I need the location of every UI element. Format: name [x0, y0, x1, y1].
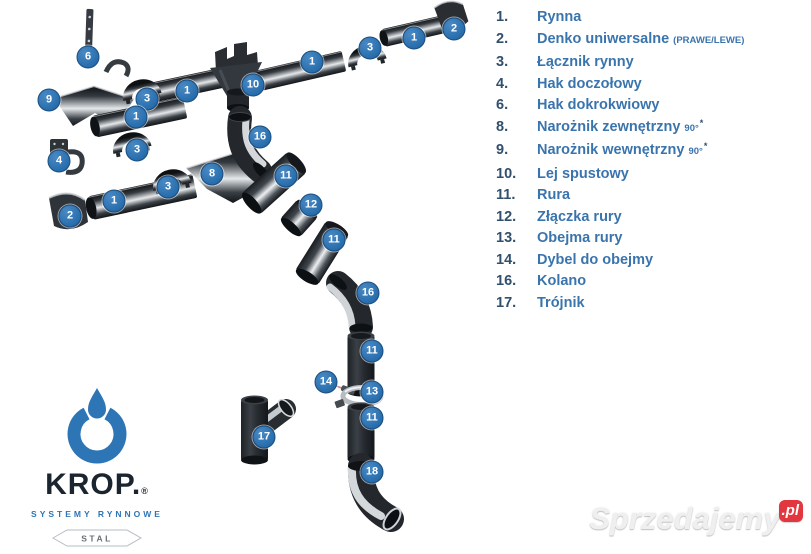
- rafter-hook-6: [84, 8, 131, 78]
- legend-item-4: 4. Hak doczołowy: [496, 75, 806, 92]
- badge-12: 12: [299, 193, 323, 217]
- material-plaque: STAL: [51, 529, 143, 547]
- gutter-1-upper-left: [253, 51, 346, 91]
- watermark-tld-badge: .pl: [778, 500, 803, 522]
- badge-13: 13: [360, 380, 384, 404]
- legend-footnote-marker: *: [703, 141, 708, 151]
- legend-label: Trójnik: [537, 294, 585, 311]
- legend-item-13: 13. Obejma rury: [496, 230, 806, 246]
- legend-item-17: 17. Trójnik: [496, 294, 806, 311]
- krop-logo: KROP.® SYSTEMY RYNNOWE STAL: [25, 384, 169, 554]
- legend-label: Łącznik rynny: [537, 54, 634, 70]
- legend-number: 3.: [496, 54, 509, 70]
- badge-4: 4: [47, 149, 71, 173]
- badge-6: 6: [76, 45, 100, 69]
- legend-label: Rynna: [537, 9, 582, 25]
- badge-1: 1: [402, 26, 426, 50]
- legend-number: 2.: [496, 30, 509, 47]
- badge-2: 2: [58, 204, 82, 228]
- legend-label: Dybel do obejmy: [537, 251, 654, 268]
- badge-1: 1: [175, 79, 199, 103]
- elbow-16-lower: [326, 271, 373, 339]
- badge-14: 14: [314, 370, 338, 394]
- badge-11: 11: [360, 339, 384, 363]
- badge-3: 3: [135, 87, 159, 111]
- legend-item-12: 12. Złączka rury: [496, 208, 806, 225]
- gutter-1-front: [85, 174, 197, 220]
- legend-label: Hak doczołowy: [537, 75, 642, 92]
- badge-16: 16: [248, 125, 272, 149]
- legend-number: 17.: [496, 294, 517, 311]
- badge-11: 11: [274, 164, 298, 188]
- legend-suffix: 90°: [688, 146, 703, 157]
- badge-8: 8: [200, 162, 224, 186]
- legend-item-16: 16. Kolano: [496, 273, 806, 289]
- badge-1: 1: [102, 189, 126, 213]
- legend-label: Rura: [537, 187, 571, 203]
- legend-item-2: 2. Denko uniwersalne(PRAWE/LEWE): [496, 30, 806, 48]
- legend-item-10: 10. Lej spustowy: [496, 165, 806, 182]
- badge-1: 1: [300, 50, 324, 74]
- legend-suffix: 90°: [684, 122, 699, 134]
- brand-tagline: SYSTEMY RYNNOWE: [31, 509, 163, 519]
- watermark-text: Sprzedajemy: [589, 501, 781, 536]
- legend-label: Narożnik zewnętrzny: [537, 118, 681, 135]
- legend-number: 14.: [496, 251, 517, 268]
- legend-label: Złączka rury: [537, 208, 622, 225]
- legend-label: Hak dokrokwiowy: [537, 97, 660, 113]
- legend-suffix: (PRAWE/LEWE): [673, 34, 745, 46]
- legend-number: 16.: [496, 273, 517, 289]
- legend-number: 9.: [496, 142, 509, 158]
- legend-item-1: 1. Rynna: [496, 9, 806, 25]
- badge-16: 16: [356, 281, 380, 305]
- badge-18: 18: [360, 460, 384, 484]
- badge-3: 3: [156, 175, 180, 199]
- badge-11: 11: [360, 406, 384, 430]
- badge-9: 9: [37, 88, 61, 112]
- badge-3: 3: [125, 138, 149, 162]
- krop-drop-icon: [67, 388, 127, 464]
- registered-mark: ®: [141, 486, 149, 496]
- legend-item-3: 3. Łącznik rynny: [496, 54, 806, 70]
- legend-label: Narożnik wewnętrzny: [537, 142, 685, 158]
- legend-label: Denko uniwersalne: [537, 30, 670, 47]
- badge-10: 10: [241, 73, 265, 97]
- legend-number: 12.: [496, 208, 517, 225]
- badge-2: 2: [442, 17, 466, 41]
- legend-label: Obejma rury: [537, 230, 623, 246]
- legend-number: 4.: [496, 75, 509, 92]
- legend-label: Lej spustowy: [537, 165, 629, 182]
- brand-name: KROP.®: [45, 468, 149, 501]
- legend-item-14: 14. Dybel do obejmy: [496, 251, 806, 268]
- legend-number: 13.: [496, 230, 517, 246]
- parts-legend: 1.Rynna 2.Denko uniwersalne(PRAWE/LEWE) …: [496, 10, 806, 317]
- badge-3: 3: [358, 36, 382, 60]
- legend-label: Kolano: [537, 273, 587, 289]
- badge-17: 17: [252, 425, 276, 449]
- sprzedajemy-watermark: Sprzedajemy.pl: [589, 500, 803, 537]
- badge-1: 1: [124, 105, 148, 129]
- legend-number: 10.: [496, 165, 517, 182]
- legend-footnote-marker: *: [699, 117, 704, 128]
- legend-item-11: 11. Rura: [496, 187, 806, 203]
- legend-item-6: 6. Hak dokrokwiowy: [496, 97, 806, 113]
- legend-number: 8.: [496, 118, 509, 135]
- legend-number: 1.: [496, 9, 509, 25]
- badge-11: 11: [322, 228, 346, 252]
- legend-number: 11.: [496, 187, 516, 203]
- legend-number: 6.: [496, 97, 509, 113]
- material-label: STAL: [81, 534, 113, 544]
